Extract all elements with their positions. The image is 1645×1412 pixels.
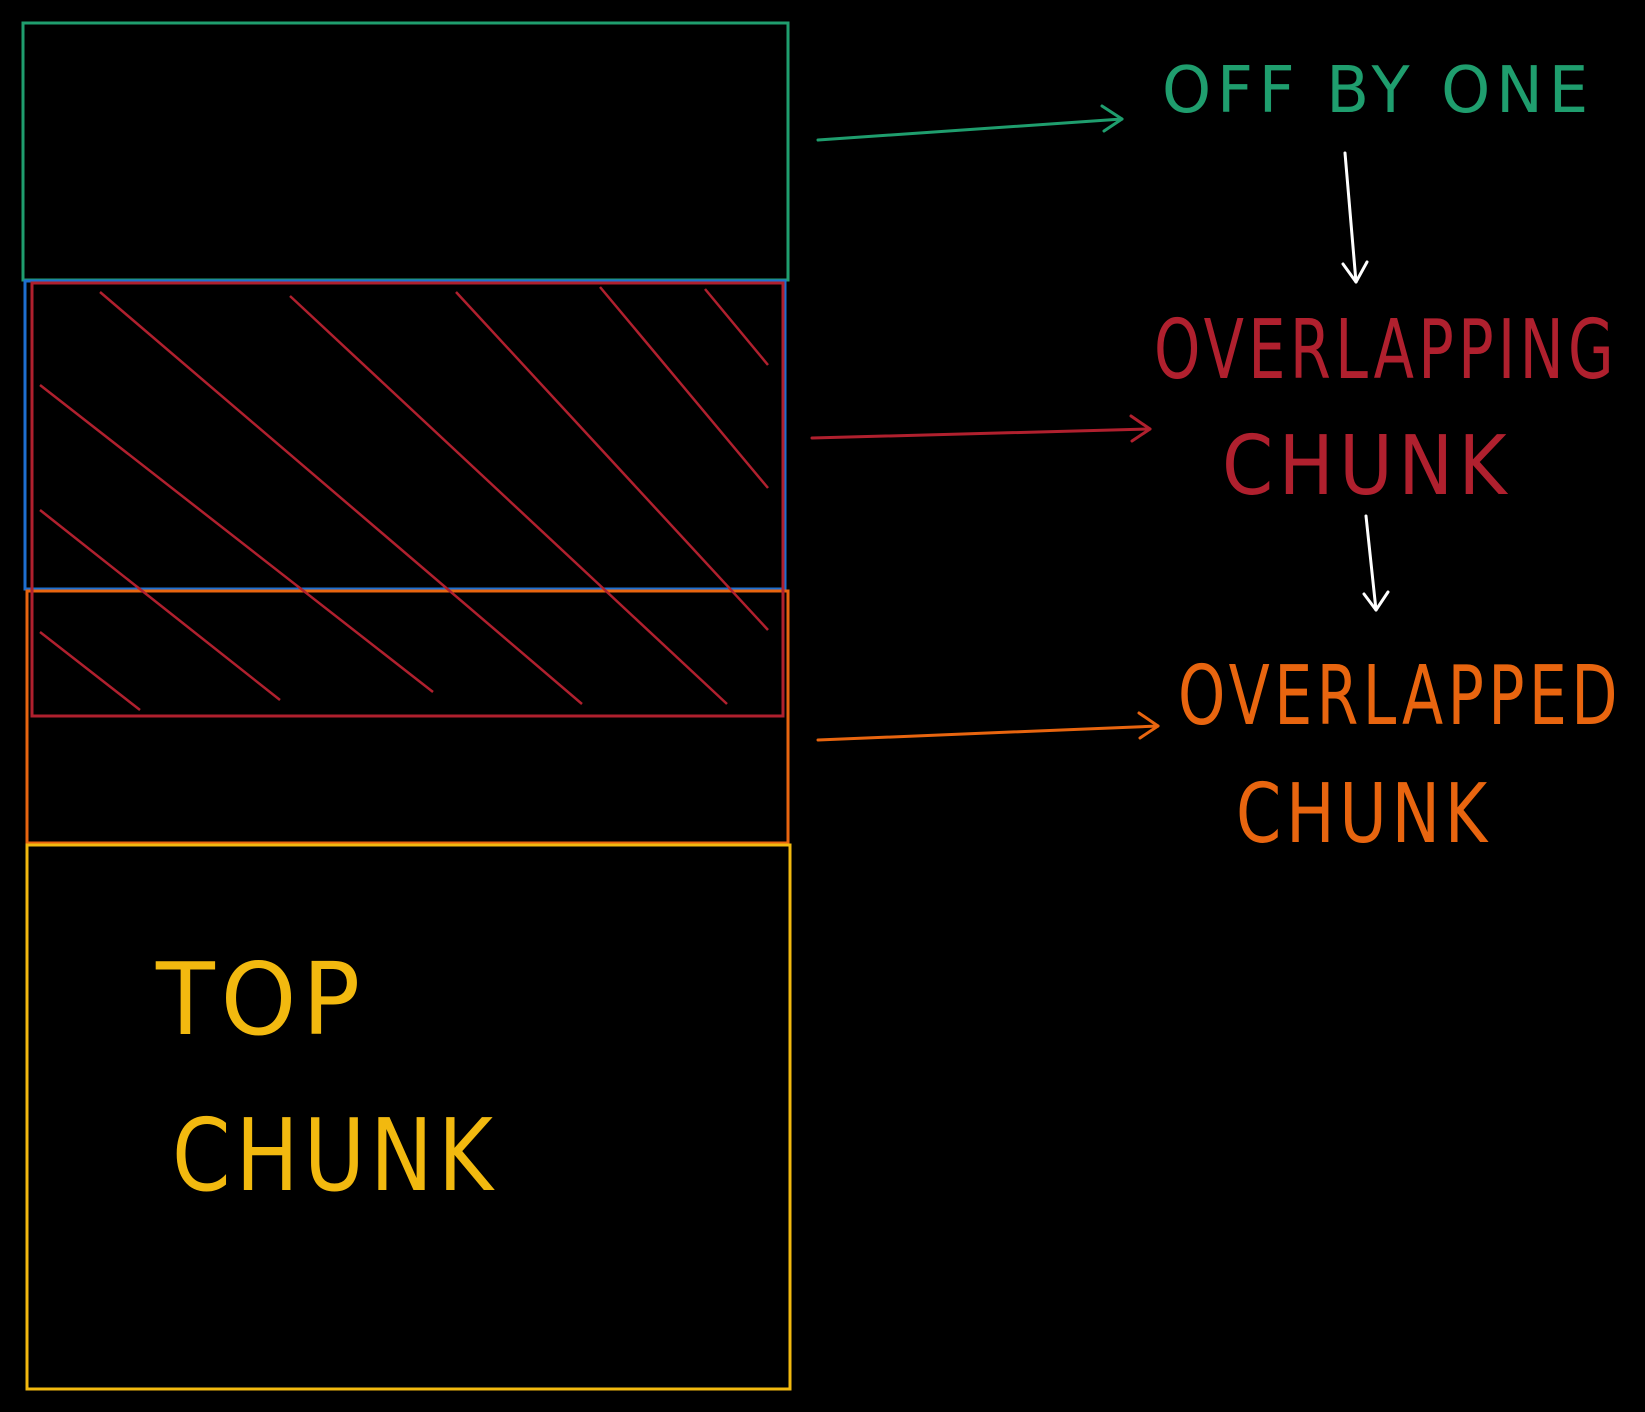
off-by-one-chunk-box xyxy=(21,21,790,282)
flow-arrow-down xyxy=(1341,151,1369,284)
hatch-line xyxy=(39,509,281,701)
overlapped-label-line2: CHUNK xyxy=(1236,767,1492,862)
hatch-line xyxy=(39,631,141,711)
hatch-line xyxy=(455,291,769,631)
hatch-line xyxy=(704,288,769,366)
hatch-line xyxy=(289,295,728,705)
hatch-line xyxy=(99,291,583,705)
overlapping-chunk-hatching xyxy=(39,286,769,711)
off-by-one-arrow xyxy=(816,104,1124,142)
top-chunk-label-line1: TOP xyxy=(155,941,366,1058)
overlapped-chunk-box xyxy=(25,589,790,845)
hatch-line xyxy=(39,384,434,693)
overlapped-label-line1: OVERLAPPED xyxy=(1178,649,1622,744)
blue-chunk-box xyxy=(23,279,787,591)
top-chunk-label-line2: CHUNK xyxy=(172,1097,498,1214)
overlapping-label-line1: OVERLAPPING xyxy=(1154,303,1618,398)
top-chunk-box xyxy=(25,843,792,1391)
hatch-line xyxy=(599,286,769,489)
overlapped-chunk-arrow xyxy=(816,711,1160,742)
off-by-one-label: OFF BY ONE xyxy=(1162,54,1594,128)
overlapping-chunk-box xyxy=(30,281,785,718)
overlapping-chunk-arrow xyxy=(810,414,1152,443)
overlapping-label-line2: CHUNK xyxy=(1222,419,1512,514)
flow-arrow-down xyxy=(1362,514,1390,612)
